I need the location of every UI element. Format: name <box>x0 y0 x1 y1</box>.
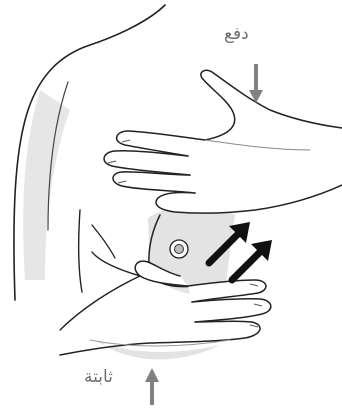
fixed-label: ثابتة <box>84 367 113 387</box>
upper-hand <box>104 70 342 213</box>
down-arrow-icon <box>249 64 263 103</box>
nipple-icon <box>170 240 188 258</box>
arm-outline <box>79 210 82 292</box>
torso-shading <box>23 90 70 280</box>
diagonal-arrow-icon-2 <box>232 240 272 280</box>
armpit-outline <box>92 225 115 258</box>
up-arrow-icon <box>145 368 159 405</box>
push-label: دفع <box>224 24 249 44</box>
